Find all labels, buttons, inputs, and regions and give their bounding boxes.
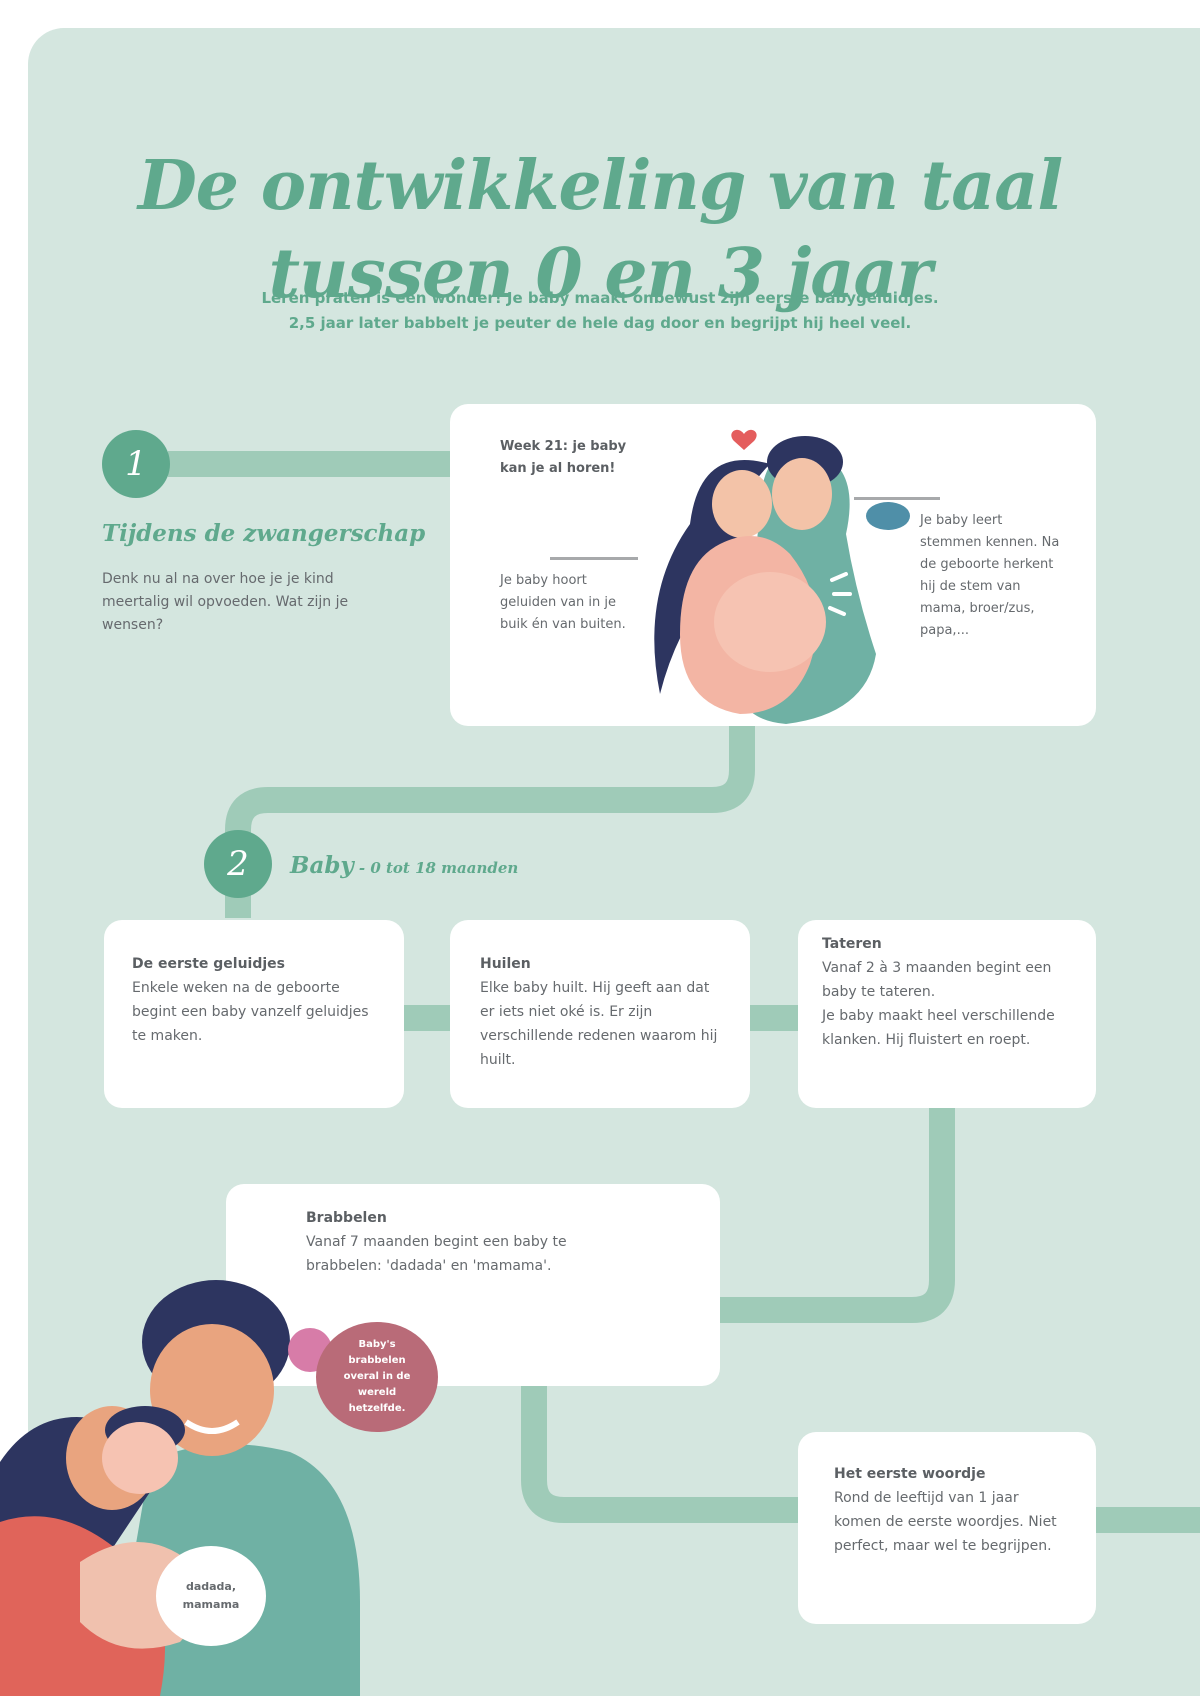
card-text: Vanaf 2 à 3 maanden begint een baby te t… [822, 960, 1052, 1000]
step-2-badge: 2 [204, 830, 272, 898]
card-first-word: Het eerste woordje Rond de leeftijd van … [798, 1432, 1096, 1624]
card-title: Het eerste woordje [834, 1466, 986, 1482]
speech-bubble-world: Baby's brabbelen overal in de wereld het… [316, 1322, 438, 1432]
heart-icon [731, 429, 757, 450]
baby-hears-text: Je baby hoort geluiden van in je buik én… [500, 573, 626, 632]
section-2-heading-row: Baby - 0 tot 18 maanden [290, 852, 518, 879]
divider-line [550, 557, 638, 560]
section-1-heading: Tijdens de zwangerschap [102, 520, 426, 547]
card-text: Je baby maakt heel verschillende klanken… [822, 1008, 1055, 1048]
card-text: Rond de leeftijd van 1 jaar komen de eer… [834, 1490, 1057, 1554]
speech-bubble-baby: dadada, mamama [156, 1546, 266, 1646]
voices-text: Je baby leert stemmen kennen. Na de gebo… [920, 513, 1060, 638]
card-first-sounds: De eerste geluidjes Enkele weken na de g… [104, 920, 404, 1108]
step-1-badge: 1 [102, 430, 170, 498]
chameleon-icon [866, 502, 910, 530]
week-21-text: Week 21: je baby kan je al horen! [500, 439, 627, 476]
card-text: Vanaf 7 maanden begint een baby te brabb… [306, 1234, 567, 1274]
pregnancy-card: Week 21: je baby kan je al horen! Je bab… [450, 404, 1096, 726]
page-subtitle: Leren praten is een wonder! Je baby maak… [261, 289, 939, 332]
card-cooing: Tateren Vanaf 2 à 3 maanden begint een b… [798, 920, 1096, 1108]
section-2-heading: Baby [290, 852, 354, 879]
section-1-text: Denk nu al na over hoe je je kind meerta… [102, 571, 349, 633]
page-title: De ontwikkeling van taal tussen 0 en 3 j… [137, 145, 1063, 314]
card-text: Elke baby huilt. Hij geeft aan dat er ie… [480, 980, 718, 1068]
card-title: De eerste geluidjes [132, 956, 286, 972]
card-title: Brabbelen [306, 1210, 387, 1226]
card-title: Tateren [822, 936, 882, 952]
divider-line [854, 497, 940, 500]
card-title: Huilen [480, 956, 531, 972]
section-2-age: - 0 tot 18 maanden [358, 859, 519, 877]
card-text: Enkele weken na de geboorte begint een b… [132, 980, 369, 1044]
card-crying: Huilen Elke baby huilt. Hij geeft aan da… [450, 920, 750, 1108]
pregnant-couple-illustration [654, 429, 910, 724]
